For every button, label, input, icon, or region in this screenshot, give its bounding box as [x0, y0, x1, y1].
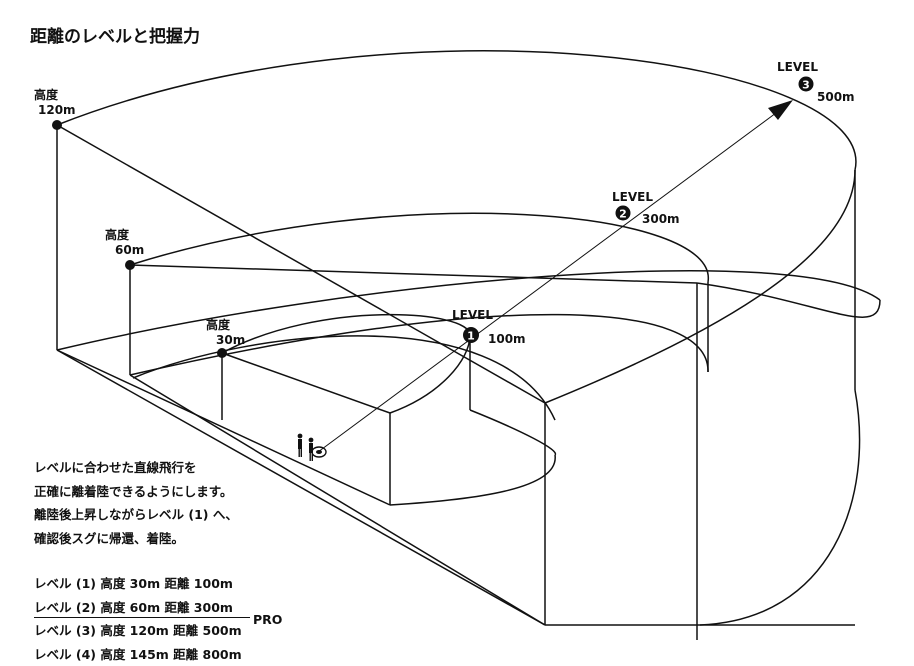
note-line: 確認後スグに帰還、着陸。: [34, 527, 238, 551]
note-line: 離陸後上昇しながらレベル (1) へ、: [34, 503, 238, 527]
drone-target-icon: [312, 447, 326, 457]
flight-arrow-head: [768, 100, 793, 120]
level-3-title: LEVEL: [777, 60, 818, 75]
level-1-distance: 100m: [488, 332, 526, 347]
pilot-icon: [298, 434, 314, 461]
altitude-120m-label: 高度 120m: [34, 88, 76, 118]
level-3-distance: 500m: [817, 90, 855, 105]
altitude-value: 120m: [34, 103, 76, 118]
level-2-badge-icon: 2: [616, 206, 631, 221]
level-1-badge-icon: 1: [463, 327, 479, 343]
altitude-value: 30m: [206, 333, 245, 348]
pro-label: PRO: [253, 612, 282, 627]
level-2-title: LEVEL: [612, 190, 653, 205]
altitude-60m-dot: [125, 260, 135, 270]
page-title: 距離のレベルと把握力: [30, 22, 200, 47]
note-line: 正確に離着陸できるようにします。: [34, 480, 238, 504]
level-2-badge-number: 2: [619, 208, 627, 221]
level-1-title: LEVEL: [452, 308, 493, 323]
pro-divider: [34, 617, 250, 618]
distance-level-diagram: 1 2 3: [0, 0, 914, 652]
altitude-60m-label: 高度 60m: [105, 228, 144, 258]
spec-row: レベル (2) 高度 60m 距離 300m: [34, 596, 242, 620]
altitude-120m-dot: [52, 120, 62, 130]
altitude-label: 高度: [34, 88, 76, 103]
altitude-30m-dot: [217, 348, 227, 358]
spec-row: レベル (4) 高度 145m 距離 800m: [34, 643, 242, 666]
spec-row: レベル (3) 高度 120m 距離 500m: [34, 619, 242, 643]
altitude-label: 高度: [206, 318, 245, 333]
level-2-distance: 300m: [642, 212, 680, 227]
spec-row: レベル (1) 高度 30m 距離 100m: [34, 572, 242, 596]
instruction-notes: レベルに合わせた直線飛行を 正確に離着陸できるようにします。 離陸後上昇しながら…: [34, 456, 238, 550]
level-3-badge-number: 3: [802, 79, 810, 92]
altitude-30m-label: 高度 30m: [206, 318, 245, 348]
level-1-badge-number: 1: [467, 330, 475, 343]
level-3-badge-icon: 3: [799, 77, 814, 92]
altitude-label: 高度: [105, 228, 144, 243]
altitude-value: 60m: [105, 243, 144, 258]
note-line: レベルに合わせた直線飛行を: [34, 456, 238, 480]
